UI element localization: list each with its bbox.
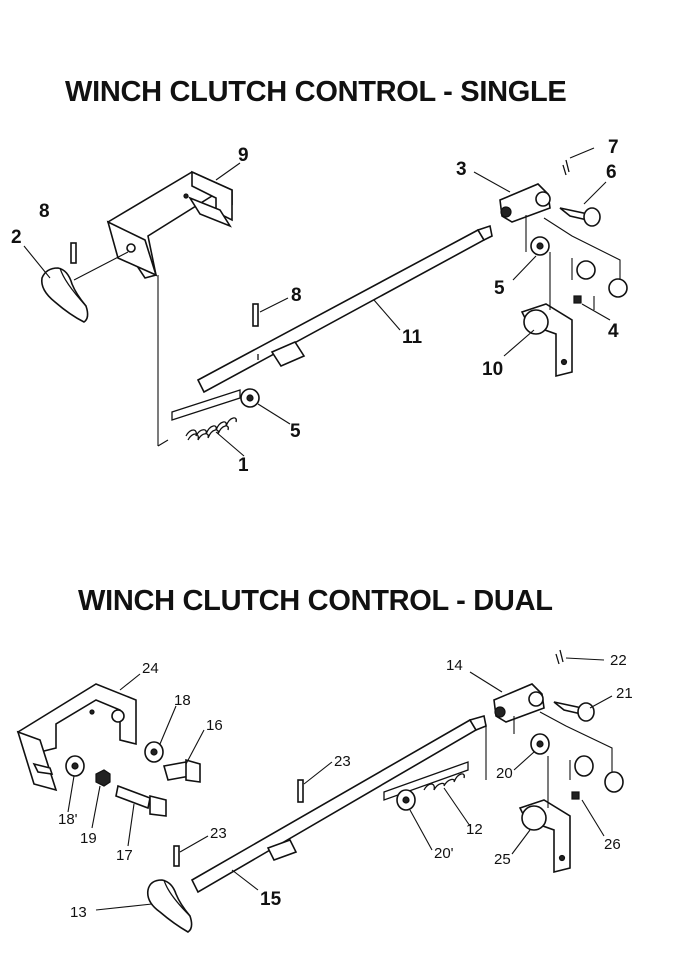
diagram-title-single: WINCH CLUTCH CONTROL - SINGLE — [65, 76, 567, 108]
callout-label: 9 — [238, 145, 249, 166]
clevis-pin-part — [553, 701, 595, 722]
single-assembly: 7 3 6 9 8 2 5 4 8 11 10 5 1 — [11, 137, 628, 476]
rod-part — [190, 714, 487, 894]
spring-part — [171, 389, 241, 441]
callout-label: 23 — [334, 753, 351, 770]
callout-label: 11 — [402, 327, 423, 348]
cotter-pin-part — [555, 649, 564, 665]
callout-label: 2 — [11, 227, 22, 248]
lever-part — [518, 799, 571, 874]
nut-part — [95, 769, 111, 787]
roll-pin-part — [173, 845, 180, 867]
callout-label: 16 — [206, 717, 223, 734]
callout-label: 10 — [482, 359, 503, 380]
callout-label: 8 — [39, 201, 50, 222]
callout-label: 5 — [290, 421, 301, 442]
callout-label: 3 — [456, 159, 467, 180]
callout-label: 13 — [70, 904, 87, 921]
callout-label: 18' — [58, 811, 78, 828]
callout-label: 7 — [608, 137, 619, 158]
bracket-part — [106, 170, 233, 279]
callout-label: 21 — [616, 685, 633, 702]
callout-label: 24 — [142, 660, 159, 677]
bolt-part — [573, 295, 582, 304]
roll-pin-part — [252, 303, 259, 327]
callout-label: 6 — [606, 162, 617, 183]
bracket-part — [16, 683, 137, 792]
handle-part — [40, 267, 89, 323]
bolt-part — [162, 758, 201, 783]
callout-label: 17 — [116, 847, 133, 864]
rod-part — [196, 224, 493, 394]
handle-part — [146, 879, 193, 933]
callout-label: 4 — [608, 321, 619, 342]
callout-label: 5 — [494, 278, 505, 299]
callout-label: 25 — [494, 851, 511, 868]
diagram-title-dual: WINCH CLUTCH CONTROL - DUAL — [78, 585, 553, 617]
callout-label: 19 — [80, 830, 97, 847]
callout-label: 22 — [610, 652, 627, 669]
bolt-part — [571, 791, 580, 800]
lever-part — [520, 303, 573, 378]
dual-assembly: 22 14 24 21 18 16 23 20 18' 19 17 12 23 … — [16, 649, 633, 933]
washer-part — [608, 278, 628, 298]
callout-label: 20' — [434, 845, 454, 862]
callout-label: 15 — [260, 889, 282, 910]
washer-part — [576, 260, 596, 280]
bolt-part — [115, 784, 167, 817]
callout-label: 18 — [174, 692, 191, 709]
washer-part — [604, 771, 624, 793]
washer-part — [574, 755, 594, 777]
cotter-pin-part — [562, 159, 570, 176]
roll-pin-part — [297, 779, 304, 803]
callout-label: 8 — [291, 285, 302, 306]
clevis-pin-part — [559, 207, 601, 227]
callout-label: 23 — [210, 825, 227, 842]
clevis-part — [499, 183, 551, 223]
callout-label: 1 — [238, 455, 249, 476]
callout-label: 20 — [496, 765, 513, 782]
callout-label: 12 — [466, 821, 483, 838]
callout-label: 26 — [604, 836, 621, 853]
spring-part — [383, 761, 469, 801]
roll-pin-part — [70, 242, 77, 264]
clevis-part — [493, 683, 545, 723]
callout-label: 14 — [446, 657, 463, 674]
